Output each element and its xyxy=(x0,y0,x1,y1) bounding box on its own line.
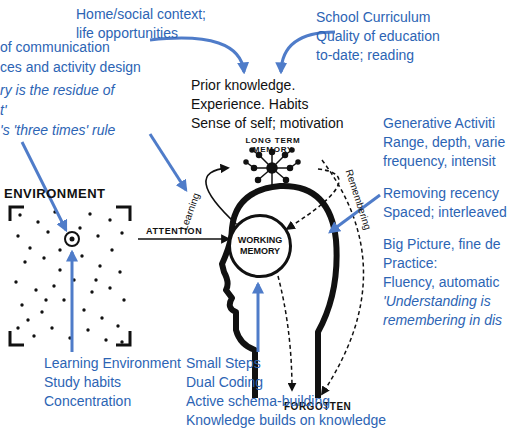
note-text: ry is the residue of xyxy=(0,82,114,99)
note-text: Concentration xyxy=(44,393,131,410)
note-text: Small Steps xyxy=(186,355,261,372)
note-text: Quality of education xyxy=(316,28,440,45)
note-text: to-date; reading xyxy=(316,47,414,64)
note-text: 's 'three times' rule xyxy=(0,122,115,139)
note-text: Learning Environment xyxy=(44,355,181,372)
note-text: Fluency, automatic xyxy=(383,274,499,291)
edge-label: Remembering xyxy=(344,168,374,231)
note-text: remembering in dis xyxy=(383,312,502,329)
note-text: Dual Coding xyxy=(186,374,263,391)
node-text: WORKING MEMORY xyxy=(236,235,284,257)
environment-frame: ENVIRONMENT xyxy=(4,186,138,348)
note-text: Generative Activiti xyxy=(383,115,495,132)
focus-dot xyxy=(65,232,79,246)
edge-label: Learning xyxy=(178,191,202,231)
memory-circle: WORKING MEMORY xyxy=(228,214,292,278)
frame-brackets xyxy=(10,207,130,345)
dot-field xyxy=(14,210,125,343)
note-text: Spaced; interleaved xyxy=(383,204,507,221)
flow-arrow xyxy=(287,169,339,229)
node-text: LONG TERM MEMORY xyxy=(228,136,318,154)
note-text: Practice: xyxy=(383,255,437,272)
note-text: of communication xyxy=(0,39,110,56)
note-text: Experience. Habits xyxy=(191,96,309,113)
note-text: Knowledge builds on knowledge xyxy=(186,412,386,429)
note-text: t' xyxy=(0,102,7,119)
note-text: Range, depth, varie xyxy=(383,134,505,151)
note-text: Study habits xyxy=(44,374,121,391)
note-text: frequency, intensit xyxy=(383,153,496,170)
note-text: 'Understanding is xyxy=(383,293,491,310)
note-text: Home/social context; xyxy=(76,6,206,23)
edge-label: ATTENTION xyxy=(146,226,202,236)
flow-arrow xyxy=(138,238,229,240)
note-text: Removing recency xyxy=(383,185,499,202)
note-text: School Curriculum xyxy=(316,9,430,26)
neuron-icon xyxy=(244,148,300,188)
node-text: ENVIRONMENT xyxy=(4,186,138,201)
memory-icon: LONG TERM MEMORY xyxy=(228,136,318,192)
note-text: Big Picture, fine de xyxy=(383,236,501,253)
note-text: ces and activity design xyxy=(0,59,141,76)
flow-arrow xyxy=(206,168,237,224)
note-text: Sense of self; motivation xyxy=(191,115,344,132)
note-text: Prior knowledge. xyxy=(191,77,295,94)
note-text: Active schema-building xyxy=(186,393,330,410)
forget-line xyxy=(278,276,292,390)
